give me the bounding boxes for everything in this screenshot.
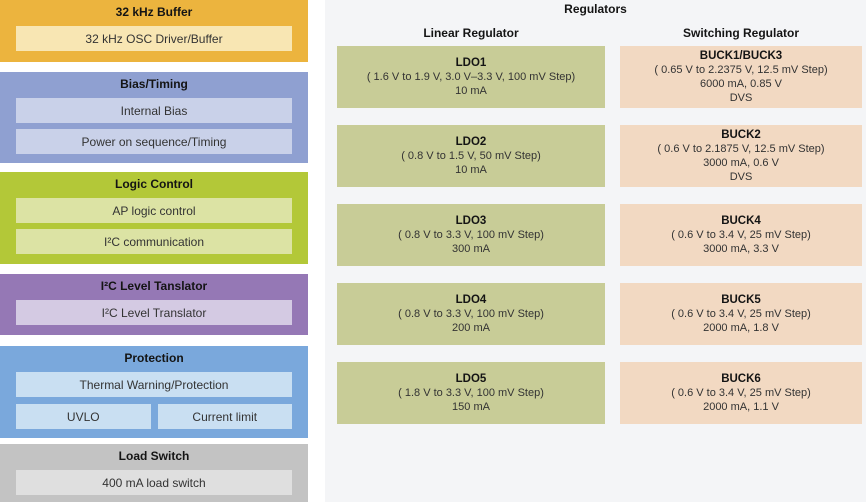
block-load-switch: Load Switch 400 mA load switch (0, 444, 308, 502)
switching-regulator-column: Switching Regulator BUCK1/BUCK3 ( 0.65 V… (620, 26, 862, 441)
regulators-title: Regulators (564, 2, 627, 16)
regulator-name: BUCK1/BUCK3 (699, 50, 783, 62)
regulator-spec-line: ( 0.8 V to 3.3 V, 100 mV Step) (398, 229, 544, 241)
block-item: 400 mA load switch (16, 470, 292, 495)
regulator-box-ldo1: LDO1 ( 1.6 V to 1.9 V, 3.0 V–3.3 V, 100 … (337, 46, 605, 108)
regulator-name: LDO2 (455, 136, 487, 148)
block-32khz-buffer: 32 kHz Buffer 32 kHz OSC Driver/Buffer (0, 0, 308, 62)
regulator-spec-line: ( 0.8 V to 1.5 V, 50 mV Step) (401, 150, 541, 162)
regulator-spec-line: 10 mA (455, 85, 487, 97)
regulator-name: LDO4 (455, 294, 487, 306)
regulator-spec-line: ( 0.8 V to 3.3 V, 100 mV Step) (398, 308, 544, 320)
regulator-box-ldo2: LDO2 ( 0.8 V to 1.5 V, 50 mV Step) 10 mA (337, 125, 605, 187)
regulator-spec-line: 150 mA (452, 401, 490, 413)
block-protection: Protection Thermal Warning/Protection UV… (0, 346, 308, 438)
protection-split-row: UVLO Current limit (16, 404, 292, 429)
regulator-box-buck4: BUCK4 ( 0.6 V to 3.4 V, 25 mV Step) 3000… (620, 204, 862, 266)
block-item: Power on sequence/Timing (16, 129, 292, 154)
block-item: AP logic control (16, 198, 292, 223)
block-logic-control: Logic Control AP logic control I²C commu… (0, 172, 308, 264)
block-title: I²C Level Tanslator (100, 279, 208, 293)
block-title: Protection (124, 351, 184, 365)
regulator-spec-line: 2000 mA, 1.8 V (703, 322, 779, 334)
regulator-box-buck2: BUCK2 ( 0.6 V to 2.1875 V, 12.5 mV Step)… (620, 125, 862, 187)
regulator-spec-line: ( 1.6 V to 1.9 V, 3.0 V–3.3 V, 100 mV St… (366, 71, 576, 83)
block-i2c-level-translator: I²C Level Tanslator I²C Level Translator (0, 274, 308, 335)
block-item: I²C communication (16, 229, 292, 254)
regulator-spec-line: 10 mA (455, 164, 487, 176)
regulator-spec-line: ( 0.6 V to 2.1875 V, 12.5 mV Step) (657, 143, 825, 155)
regulator-spec-line: DVS (729, 92, 753, 104)
regulator-name: BUCK4 (721, 215, 761, 227)
regulator-name: LDO5 (455, 373, 487, 385)
regulator-spec-line: 300 mA (452, 243, 490, 255)
regulators-panel: Regulators Linear Regulator LDO1 ( 1.6 V… (325, 0, 866, 502)
column-header: Switching Regulator (682, 26, 799, 40)
block-title: Logic Control (115, 177, 193, 191)
block-item: I²C Level Translator (16, 300, 292, 325)
regulator-spec-line: ( 1.8 V to 3.3 V, 100 mV Step) (398, 387, 544, 399)
regulator-spec-line: DVS (729, 171, 753, 183)
regulator-name: BUCK2 (721, 129, 761, 141)
column-header: Linear Regulator (423, 26, 519, 40)
regulator-box-buck5: BUCK5 ( 0.6 V to 3.4 V, 25 mV Step) 2000… (620, 283, 862, 345)
block-item: UVLO (16, 404, 151, 429)
regulator-name: BUCK5 (721, 294, 761, 306)
regulator-box-buck1-buck3: BUCK1/BUCK3 ( 0.65 V to 2.2375 V, 12.5 m… (620, 46, 862, 108)
block-item: Thermal Warning/Protection (16, 372, 292, 397)
regulator-name: LDO1 (455, 57, 487, 69)
regulator-spec-line: ( 0.6 V to 3.4 V, 25 mV Step) (671, 229, 811, 241)
regulator-spec-line: 3000 mA, 0.6 V (703, 157, 779, 169)
regulator-box-buck6: BUCK6 ( 0.6 V to 3.4 V, 25 mV Step) 2000… (620, 362, 862, 424)
block-title: Load Switch (118, 449, 190, 463)
regulator-box-ldo4: LDO4 ( 0.8 V to 3.3 V, 100 mV Step) 200 … (337, 283, 605, 345)
regulator-spec-line: 2000 mA, 1.1 V (703, 401, 779, 413)
regulator-spec-line: 6000 mA, 0.85 V (700, 78, 782, 90)
regulator-spec-line: ( 0.65 V to 2.2375 V, 12.5 mV Step) (654, 64, 828, 76)
block-title: 32 kHz Buffer (115, 5, 193, 19)
block-bias-timing: Bias/Timing Internal Bias Power on seque… (0, 72, 308, 163)
regulator-name: LDO3 (455, 215, 487, 227)
regulator-name: BUCK6 (721, 373, 761, 385)
block-item: Current limit (157, 404, 292, 429)
regulator-spec-line: 200 mA (452, 322, 490, 334)
block-item: Internal Bias (16, 98, 292, 123)
linear-regulator-column: Linear Regulator LDO1 ( 1.6 V to 1.9 V, … (337, 26, 605, 441)
regulator-spec-line: ( 0.6 V to 3.4 V, 25 mV Step) (671, 308, 811, 320)
block-title: Bias/Timing (120, 77, 188, 91)
regulator-box-ldo3: LDO3 ( 0.8 V to 3.3 V, 100 mV Step) 300 … (337, 204, 605, 266)
regulator-spec-line: 3000 mA, 3.3 V (703, 243, 779, 255)
regulator-box-ldo5: LDO5 ( 1.8 V to 3.3 V, 100 mV Step) 150 … (337, 362, 605, 424)
block-item: 32 kHz OSC Driver/Buffer (16, 26, 292, 51)
regulator-spec-line: ( 0.6 V to 3.4 V, 25 mV Step) (671, 387, 811, 399)
